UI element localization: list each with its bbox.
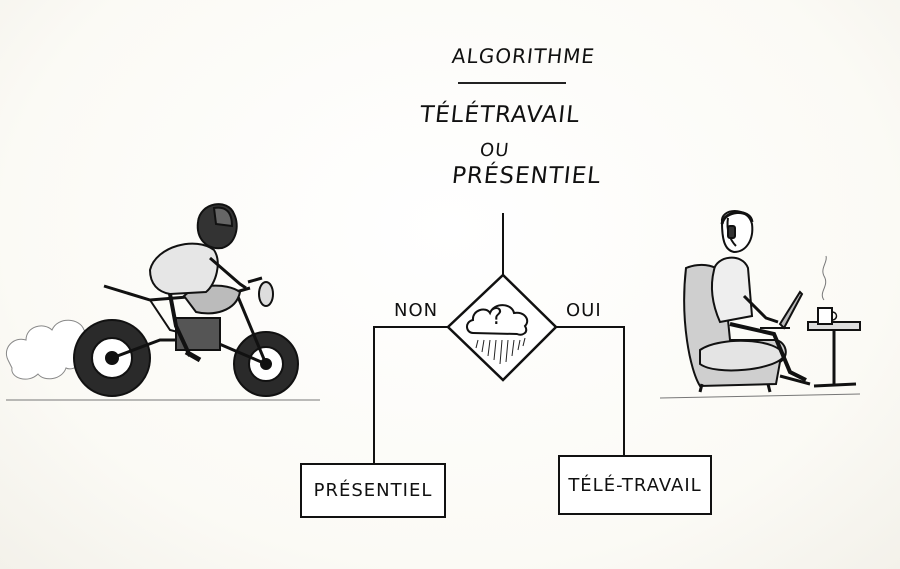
outcome-box-presentiel: PRÉSENTIEL — [300, 463, 446, 518]
remote-worker-illustration — [660, 211, 860, 398]
title-underline — [458, 82, 566, 84]
branch-label-no: NON — [394, 300, 438, 321]
branch-label-yes: OUI — [566, 300, 602, 321]
connector-right — [556, 327, 624, 455]
question-line-1: TÉLÉTRAVAIL — [419, 102, 582, 128]
outcome-label-presentiel: PRÉSENTIEL — [314, 480, 433, 501]
diagram-title: ALGORITHME — [451, 44, 597, 68]
outcome-box-teletravail: TÉLÉ-TRAVAIL — [558, 455, 712, 515]
decision-question-mark: ? — [491, 305, 504, 330]
outcome-label-teletravail: TÉLÉ-TRAVAIL — [568, 475, 701, 496]
motorcycle-rider-illustration — [6, 204, 320, 400]
question-line-3: PRÉSENTIEL — [451, 163, 603, 189]
question-line-2: OU — [479, 140, 511, 161]
connector-left — [374, 327, 450, 463]
